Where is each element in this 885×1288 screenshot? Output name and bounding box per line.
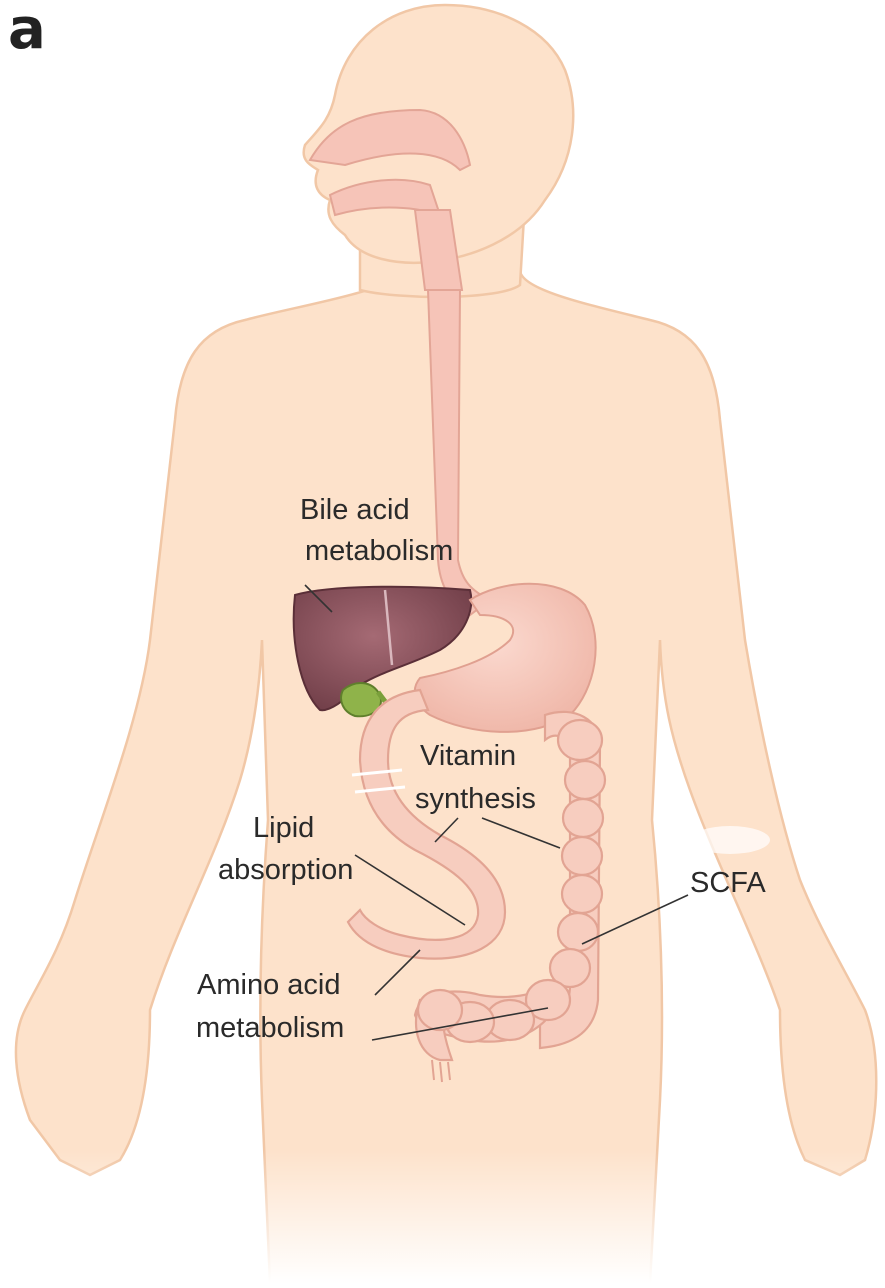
label-lipid-line2: absorption: [218, 854, 353, 886]
label-lipid-line1: Lipid: [253, 812, 314, 844]
label-bile-acid-line1: Bile acid: [300, 494, 410, 526]
label-vitamin-line2: synthesis: [415, 783, 536, 815]
label-amino-acid-line2: metabolism: [196, 1012, 344, 1044]
label-amino-acid-line1: Amino acid: [197, 969, 340, 1001]
label-bile-acid-line2: metabolism: [305, 535, 453, 567]
label-vitamin-line1: Vitamin: [420, 740, 516, 772]
panel-label: a: [8, 0, 46, 62]
label-scfa: SCFA: [690, 867, 766, 899]
